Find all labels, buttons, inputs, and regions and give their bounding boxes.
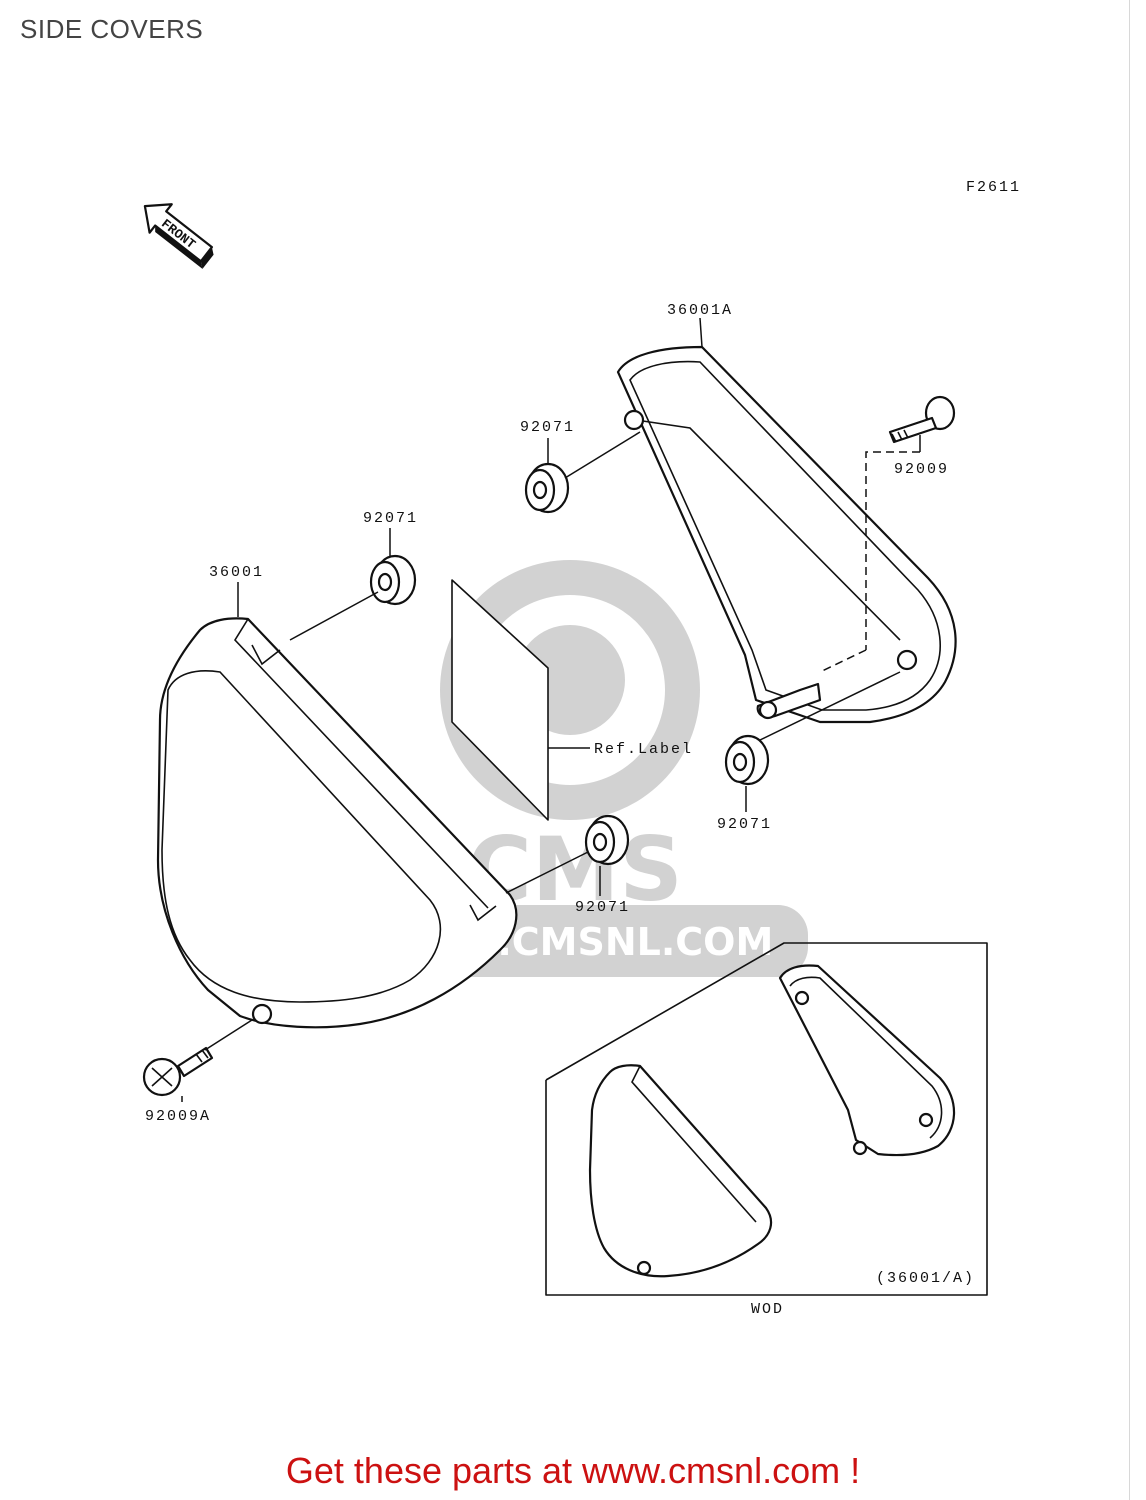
inset-right-cover: [778, 964, 956, 1157]
parts-diagram: CMS WWW.CMSNL.COM F2611 FRONT: [142, 179, 1021, 1318]
callout-92009: 92009: [894, 461, 949, 478]
grommet-92071-right: [724, 734, 770, 786]
bolt-92009A: [142, 1046, 214, 1097]
inset-left-cover: [588, 1064, 773, 1278]
side-cover-36001: [156, 617, 518, 1029]
callout-36001: 36001: [209, 564, 264, 581]
front-arrow-icon: FRONT: [143, 203, 214, 269]
callout-ref-label: Ref.Label: [594, 741, 693, 758]
callout-92071-right: 92071: [717, 816, 772, 833]
callout-36001A: 36001A: [667, 302, 733, 319]
grommet-92071-center: [584, 814, 630, 866]
inset-box: (36001/A): [545, 942, 988, 1296]
callout-92009A: 92009A: [145, 1108, 211, 1125]
grommet-92071-left: [369, 554, 417, 606]
page-title: SIDE COVERS: [20, 14, 204, 44]
grommet-92071-top: [524, 462, 570, 514]
callout-92071-left: 92071: [363, 510, 418, 527]
leader-lines: [181, 317, 921, 1102]
ref-label-sheet: [451, 579, 549, 821]
side-cover-36001A: [616, 345, 957, 724]
figure-code: F2611: [966, 179, 1021, 196]
footer-cta-link[interactable]: Get these parts at www.cmsnl.com !: [285, 1450, 861, 1491]
page-edge-rule: [1129, 0, 1130, 1500]
inset-caption: (36001/A): [876, 1270, 975, 1287]
callout-92071-center: 92071: [575, 899, 630, 916]
inset-note: WOD: [751, 1301, 784, 1318]
callout-92071-top: 92071: [520, 419, 575, 436]
bolt-92009: [888, 395, 956, 444]
